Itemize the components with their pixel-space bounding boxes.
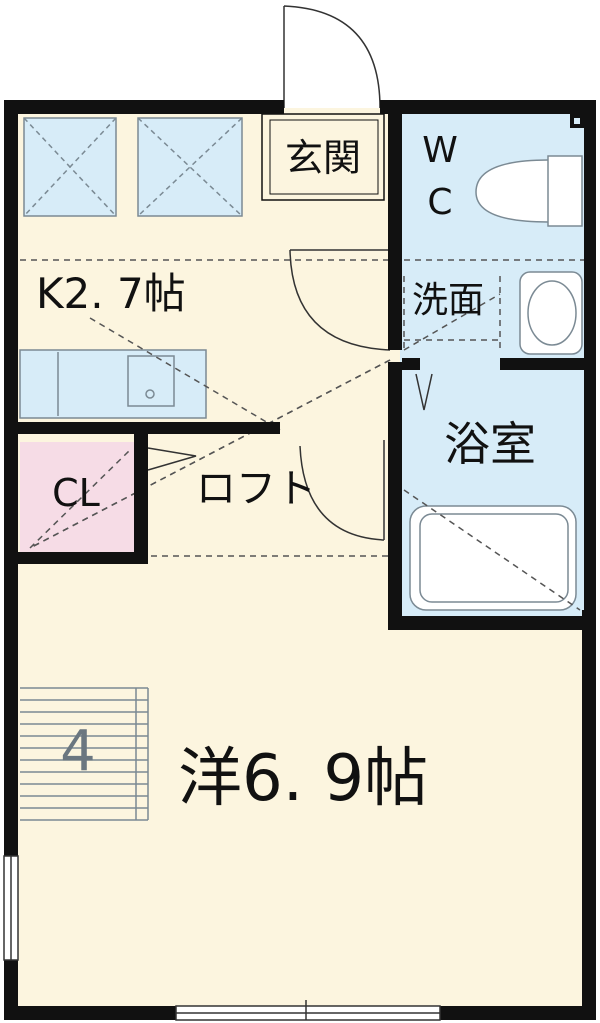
kitchen-counter — [19, 349, 207, 419]
entrance-step — [261, 113, 385, 201]
kitchen-label: K2. 7帖 — [36, 269, 186, 318]
bath-door-icon[interactable] — [415, 373, 433, 411]
entrance-label: 玄関 — [285, 136, 361, 180]
wall-bottom-left — [4, 1006, 176, 1020]
fixtures — [20, 113, 583, 821]
door-swings — [147, 5, 433, 541]
closet-label: CL — [52, 471, 100, 515]
closet-fill — [20, 442, 135, 554]
wall-right-lower — [582, 610, 596, 1020]
wall-corner-marker — [570, 114, 584, 128]
walls — [4, 100, 596, 1020]
wall-left-upper — [4, 100, 18, 856]
western-room-label: 洋6. 9帖 — [178, 742, 428, 816]
closet-door-icon[interactable] — [147, 447, 197, 471]
wall-top-left — [4, 100, 284, 114]
loft-door-icon[interactable] — [299, 440, 385, 541]
wall-left-lower — [4, 960, 18, 1018]
loft-label: ロフト — [196, 466, 316, 512]
dashed-lines — [20, 259, 584, 611]
wall-kitchen-bottom — [14, 422, 280, 434]
kitchen-door-icon[interactable] — [289, 249, 391, 351]
front-door-icon[interactable] — [283, 5, 381, 109]
floor-right-lower — [390, 620, 588, 1013]
stair-marker-label: 4 — [60, 719, 96, 784]
bathtub-icon — [409, 505, 577, 611]
wall-wet-left — [388, 100, 402, 350]
wall-wash-bath-left — [402, 358, 420, 370]
wall-wet-bottom — [388, 616, 596, 630]
wc-label-c: C — [427, 182, 452, 223]
bath-label: 浴室 — [444, 417, 536, 471]
wall-top-right — [380, 100, 596, 114]
stair-icon — [20, 687, 149, 821]
floor-fills — [14, 108, 588, 1013]
wall-closet-right — [134, 430, 148, 560]
wall-bottom-right — [440, 1006, 596, 1020]
washbasin-icon — [519, 271, 583, 355]
windows — [3, 855, 441, 1021]
room-labels: 玄関 W C K2. 7帖 洗面 浴室 CL ロフト 洋6. 9帖 4 — [36, 130, 536, 816]
wc-label-w: W — [422, 130, 458, 171]
wall-closet-bottom — [14, 552, 148, 564]
wall-wet-left-lower — [388, 362, 402, 630]
sink-icon — [127, 355, 175, 407]
washroom-label: 洗面 — [412, 280, 484, 321]
wall-wash-bath — [500, 358, 596, 370]
